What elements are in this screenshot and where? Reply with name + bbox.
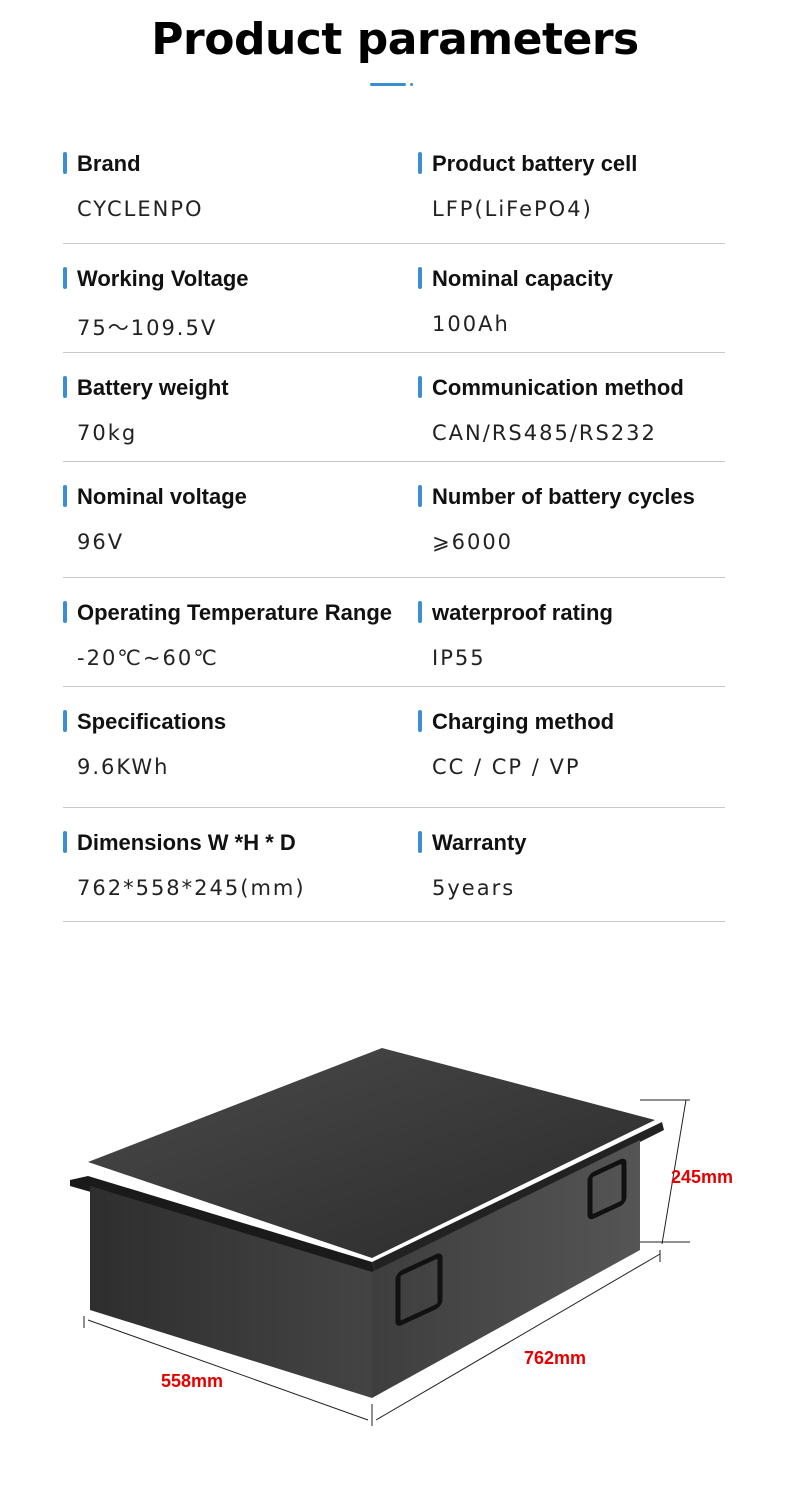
param-label: Nominal capacity — [418, 266, 613, 292]
param-value: ⩾6000 — [432, 530, 514, 554]
battery-side — [372, 1140, 640, 1398]
battery-flange — [70, 1176, 376, 1274]
param-dimensions: Dimensions W *H * D 762*558*245(mm) — [63, 830, 306, 900]
param-value: 70kg — [77, 421, 138, 445]
param-row: Nominal voltage 96V Number of battery cyc… — [63, 462, 725, 578]
title-underline — [370, 83, 406, 86]
param-row: Dimensions W *H * D 762*558*245(mm) Warra… — [63, 808, 725, 922]
param-label: Warranty — [418, 830, 527, 856]
param-label: Operating Temperature Range — [63, 600, 392, 626]
param-value: LFP(LiFePO4) — [432, 197, 593, 221]
dimension-lines — [83, 1099, 690, 1426]
battery-top — [88, 1048, 655, 1258]
param-row: Working Voltage 75～109.5V Nominal capacit… — [63, 244, 725, 353]
param-label: Brand — [63, 151, 204, 177]
page-title: Product parameters — [151, 14, 639, 65]
param-cycles: Number of battery cycles ⩾6000 — [418, 484, 695, 554]
param-label: Nominal voltage — [63, 484, 247, 510]
param-value: 75～109.5V — [77, 316, 218, 340]
param-row: Specifications 9.6KWh Charging method CC /… — [63, 687, 725, 808]
param-working-voltage: Working Voltage 75～109.5V — [63, 266, 249, 342]
param-label: waterproof rating — [418, 600, 613, 626]
param-value: CC / CP / VP — [432, 755, 581, 779]
handle-icon — [395, 1253, 443, 1326]
param-temperature: Operating Temperature Range -20℃~60℃ — [63, 600, 392, 670]
param-value: CYCLENPO — [77, 197, 204, 221]
param-label: Dimensions W *H * D — [63, 830, 306, 856]
width-dimension: 558mm — [161, 1371, 224, 1391]
param-label: Communication method — [418, 375, 684, 401]
param-label: Specifications — [63, 709, 226, 735]
height-dimension: 245mm — [671, 1167, 734, 1187]
param-label: Charging method — [418, 709, 614, 735]
param-nominal-voltage: Nominal voltage 96V — [63, 484, 247, 554]
param-warranty: Warranty 5years — [418, 830, 527, 900]
param-charging: Charging method CC / CP / VP — [418, 709, 614, 779]
param-label: Number of battery cycles — [418, 484, 695, 510]
handle-icon — [587, 1158, 627, 1220]
param-label: Battery weight — [63, 375, 229, 401]
title-underline-dot — [410, 83, 413, 86]
param-value: 5years — [432, 876, 516, 900]
param-value: CAN/RS485/RS232 — [432, 421, 657, 445]
param-value: 100Ah — [432, 312, 510, 336]
param-value: 762*558*245(mm) — [77, 876, 306, 900]
length-dimension: 762mm — [524, 1348, 587, 1368]
param-specifications: Specifications 9.6KWh — [63, 709, 226, 779]
param-row: Operating Temperature Range -20℃~60℃ wate… — [63, 578, 725, 687]
param-value: -20℃~60℃ — [77, 646, 219, 670]
battery-front — [90, 1186, 372, 1398]
param-battery-weight: Battery weight 70kg — [63, 375, 229, 445]
param-label: Product battery cell — [418, 151, 637, 177]
param-label: Working Voltage — [63, 266, 249, 292]
param-value: 96V — [77, 530, 125, 554]
param-nominal-capacity: Nominal capacity 100Ah — [418, 266, 613, 336]
param-value: IP55 — [432, 646, 486, 670]
param-value: 9.6KWh — [77, 755, 170, 779]
